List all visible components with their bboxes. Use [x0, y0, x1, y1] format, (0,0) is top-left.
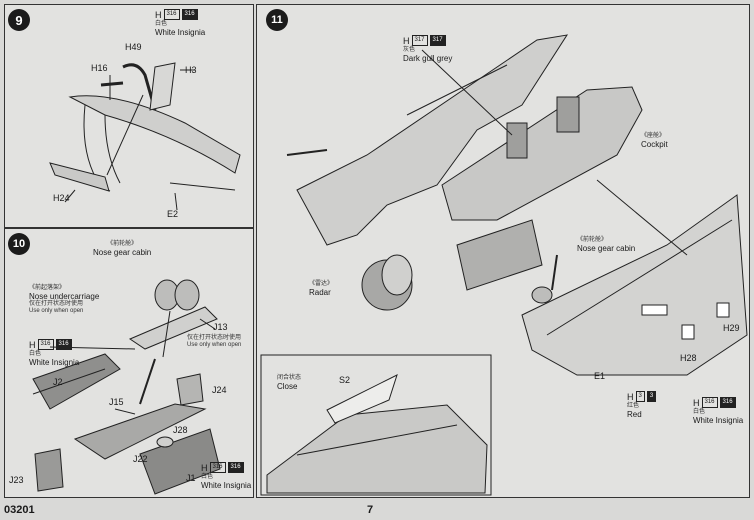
part-j15: J15: [109, 397, 124, 407]
step-11-paint-label-red: 红色 Red: [627, 403, 642, 419]
paint-code-box: 317: [411, 35, 428, 46]
part-h24: H24: [53, 193, 70, 203]
paint-letter: H: [403, 35, 410, 46]
part-j24: J24: [212, 385, 227, 395]
nose-undercarriage-label: 《前起落架》 Nose undercarriage 仅在打开状态时使用 Use …: [29, 285, 99, 315]
part-j2: J2: [53, 377, 63, 387]
step-9-panel: 9 H 316 316 白色 White Insignia H49 H16 H3…: [4, 4, 254, 228]
part-h3: H3: [185, 65, 197, 75]
part-h16: H16: [91, 63, 108, 73]
paint-name: White Insignia: [155, 27, 206, 37]
paint-name: White Insignia: [201, 480, 252, 490]
paint-letter: H: [693, 397, 700, 408]
label-en: Close: [277, 381, 298, 391]
nose-gear-cabin-label-10: 《前轮舱》 Nose gear cabin: [93, 241, 151, 257]
label-en: Radar: [309, 287, 331, 297]
step-11-paint-label-white: 白色 White Insignia: [693, 409, 743, 425]
part-j23: J23: [9, 475, 24, 485]
step-10-panel: 10 《前轮舱》 Nose gear cabin 《前起落架》 Nose und…: [4, 228, 254, 498]
label-en: Nose undercarriage: [29, 291, 100, 301]
part-h49: H49: [125, 42, 142, 52]
part-j22: J22: [133, 454, 148, 464]
step-10-paint-code-top: H 316 316: [29, 339, 72, 350]
paint-letter: H: [201, 462, 208, 473]
paint-cn: 红色: [627, 403, 640, 409]
part-h28: H28: [680, 353, 697, 363]
step-9-badge: 9: [8, 9, 30, 31]
paint-cn: 白色: [693, 409, 706, 415]
step-10-paint-label-bottom: 白色 White Insignia: [201, 474, 251, 490]
paint-code-box: 317: [429, 35, 446, 46]
step-10-drawing: [32, 279, 221, 495]
step-10-paint-code-bottom: H 316 316: [201, 462, 244, 473]
paint-name: Dark gull grey: [403, 53, 453, 63]
part-j28: J28: [173, 425, 188, 435]
paint-name: Red: [627, 409, 642, 419]
label-en: Nose gear cabin: [93, 247, 152, 257]
step-10-badge: 10: [8, 233, 30, 255]
catalog-code: 03201: [4, 504, 35, 516]
paint-code-box: 316: [181, 9, 198, 20]
paint-code-box: 316: [209, 462, 226, 473]
paint-code-box: 316: [163, 9, 180, 20]
paint-cn: 白色: [155, 21, 168, 27]
label-cn: 《前起落架》: [29, 285, 66, 291]
step-11-paint-code-white: H 316 316: [693, 397, 736, 408]
label-en: Cockpit: [641, 139, 668, 149]
label-cn: 仅在打开状态时使用: [187, 335, 242, 341]
step-11-drawing: [260, 34, 748, 496]
page-number: 7: [367, 504, 374, 516]
paint-letter: H: [155, 9, 162, 20]
step-11-panel: 11 H 317: [256, 4, 750, 498]
step-9-paint-label: 白色 White Insignia: [155, 21, 205, 37]
step-9-paint-code: H 316 316: [155, 9, 198, 20]
paint-code-box: 3: [635, 391, 645, 402]
step-11-paint-label-grey: 灰色 Dark gull grey: [403, 47, 452, 63]
nose-gear-cabin-label-11: 《前轮舱》 Nose gear cabin: [577, 237, 635, 253]
label-cn: 《雷达》: [309, 281, 334, 287]
paint-code-box: 316: [701, 397, 718, 408]
label-en: Use only when open: [187, 341, 242, 348]
paint-code-box: 316: [227, 462, 244, 473]
paint-letter: H: [29, 339, 36, 350]
paint-cn: 白色: [29, 351, 42, 357]
label-note-cn: 仅在打开状态时使用: [29, 301, 84, 308]
step-9-drawing: [49, 62, 241, 211]
label-note: Use only when open: [29, 307, 84, 314]
label-cn: 《座舱》: [641, 133, 666, 139]
part-j1: J1: [186, 473, 196, 483]
paint-code-box: 316: [55, 339, 72, 350]
cockpit-label: 《座舱》 Cockpit: [641, 133, 668, 149]
paint-name: White Insignia: [693, 415, 744, 425]
label-en: Nose gear cabin: [577, 243, 636, 253]
paint-code-box: 316: [37, 339, 54, 350]
label-cn: 闭合状态: [277, 375, 302, 381]
paint-letter: H: [627, 391, 634, 402]
paint-name: White Insignia: [29, 357, 80, 367]
label-cn: 《前轮舱》: [107, 241, 138, 247]
paint-code-box: 3: [646, 391, 657, 402]
paint-cn: 白色: [201, 474, 214, 480]
label-cn: 《前轮舱》: [577, 237, 608, 243]
radar-label: 《雷达》 Radar: [309, 281, 333, 297]
step-11-badge: 11: [266, 9, 288, 31]
part-j13: J13: [213, 322, 228, 332]
paint-code-box: 316: [719, 397, 736, 408]
part-e2: E2: [167, 209, 179, 219]
part-h29: H29: [723, 323, 740, 333]
close-label: 闭合状态 Close: [277, 375, 301, 391]
part-s2: S2: [339, 375, 351, 385]
step-10-paint-label-top: 白色 White Insignia: [29, 351, 79, 367]
paint-cn: 灰色: [403, 47, 416, 53]
j13-note: 仅在打开状态时使用 Use only when open: [187, 335, 241, 349]
step-11-paint-code-red: H 3 3: [627, 391, 657, 402]
step-11-paint-code-grey: H 317 317: [403, 35, 446, 46]
part-e1: E1: [594, 371, 606, 381]
